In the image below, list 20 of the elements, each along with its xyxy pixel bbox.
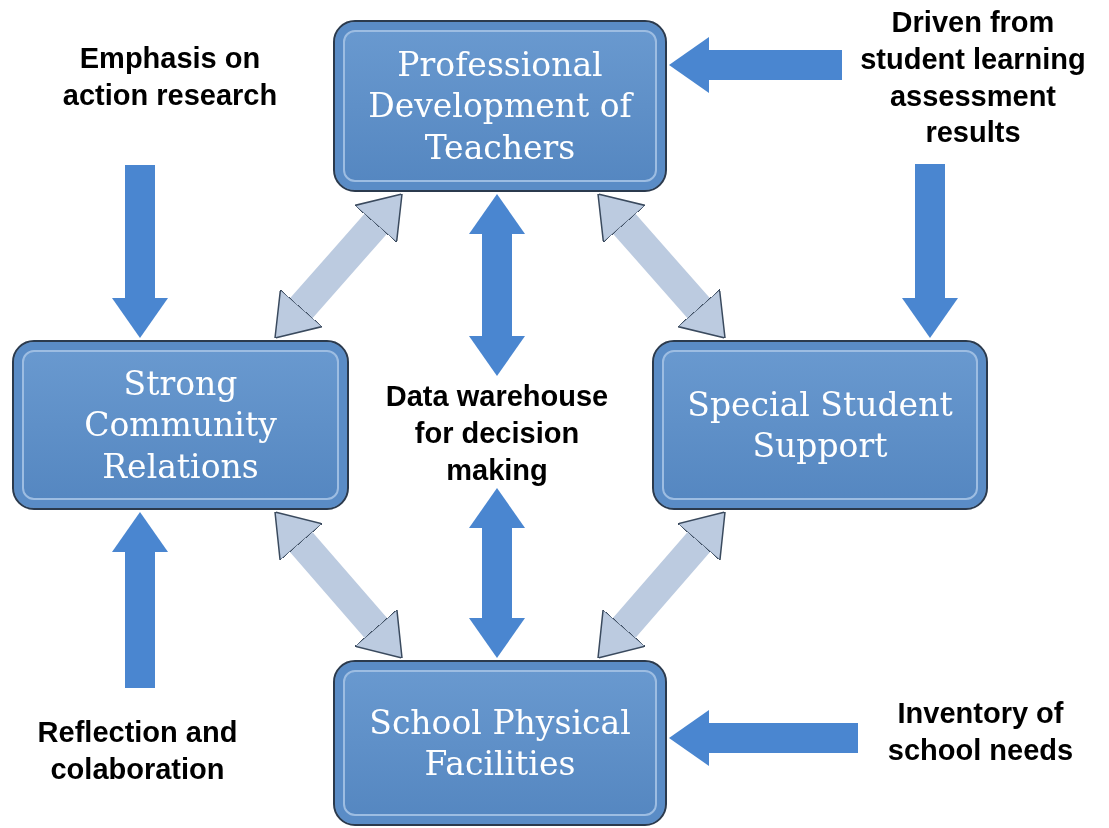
block-arrow bbox=[112, 165, 168, 338]
box-label: Strong Community Relations bbox=[83, 363, 278, 487]
block-arrow bbox=[669, 710, 858, 766]
double-arrow bbox=[469, 194, 525, 376]
process-box bbox=[333, 20, 667, 192]
annotation-text: Inventory of school needs bbox=[886, 696, 1075, 768]
box-label: Professional Development of Teachers bbox=[367, 44, 635, 168]
box-label: School Physical Facilities bbox=[368, 701, 632, 785]
annotation-text: Data warehouse for decision making bbox=[384, 379, 610, 488]
process-box bbox=[652, 340, 988, 510]
block-arrow bbox=[112, 512, 168, 688]
process-box bbox=[12, 340, 349, 510]
box-label: Special Student Support bbox=[686, 383, 954, 467]
double-arrow bbox=[469, 488, 525, 658]
annotation-text: Reflection and colaboration bbox=[36, 715, 239, 788]
annotation-text: Emphasis on action research bbox=[61, 41, 279, 113]
block-arrow bbox=[669, 37, 842, 93]
block-arrow bbox=[902, 164, 958, 338]
annotation-text: Driven from student learning assessment results bbox=[859, 5, 1087, 151]
process-box bbox=[333, 660, 667, 826]
